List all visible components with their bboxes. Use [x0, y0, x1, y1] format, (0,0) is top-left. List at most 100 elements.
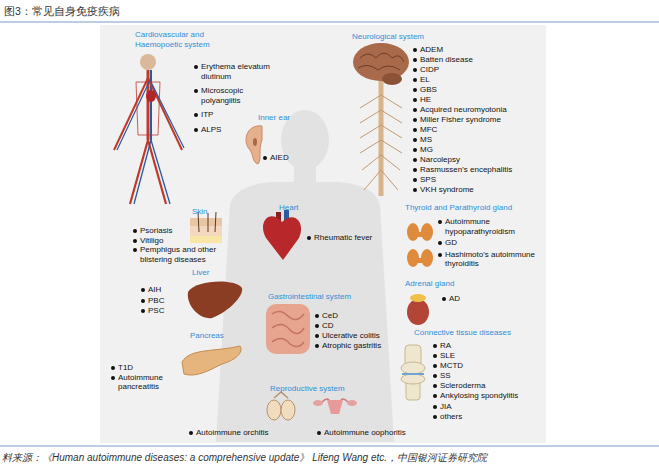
body-silhouette — [216, 110, 394, 442]
testes — [267, 392, 295, 420]
disease-item: Acquired neuromyotonia — [412, 105, 537, 115]
disease-item: Erythema elevatum diutinum — [193, 62, 277, 81]
item-list: ADEMBatten diseaseCIDPELGBSHEAcquired ne… — [412, 45, 537, 195]
system-heading: Liver — [192, 268, 209, 278]
organ-group: Gastrointestinal systemCeDCDUlcerative c… — [268, 292, 401, 353]
system-heading: Connective tissue diseases — [414, 328, 544, 338]
disease-item: AIED — [262, 153, 312, 163]
skin-layers — [190, 212, 222, 243]
knee-joint — [401, 345, 425, 400]
rule-line — [0, 446, 659, 447]
system-heading: Heart — [279, 203, 299, 213]
disease-item: MS — [412, 135, 537, 145]
disease-item: SPS — [412, 175, 537, 185]
source-caption: 料来源：《Human autoimmune diseases: a compre… — [2, 451, 487, 464]
uterus-ovaries — [313, 399, 357, 414]
disease-item: Ulcerative colitis — [314, 331, 399, 341]
organ-group: PancreasT1DAutoimmune pancreatitis — [110, 331, 226, 394]
thyroid — [407, 223, 433, 267]
disease-item: AIH — [140, 285, 185, 295]
system-heading: Cardiovascular and Haemopoetic system — [135, 30, 220, 49]
disease-item: PSC — [140, 306, 185, 316]
disease-item: GBS — [412, 85, 537, 95]
system-heading: Inner ear — [258, 113, 290, 123]
system-heading: Reproductive system — [270, 384, 345, 394]
disease-item: Pemphigus and other blistering diseases — [132, 245, 224, 264]
organ-group: HeartRheumatic fever — [279, 203, 388, 245]
system-heading: Thyroid and Parathyroid gland — [405, 203, 540, 213]
figure-title: 图3：常见自身免疫疾病 — [4, 5, 120, 18]
disease-item: Autoimmune orchitis — [188, 428, 268, 438]
disease-item: MFC — [412, 125, 537, 135]
system-heading: Neurological system — [352, 32, 424, 42]
brain-spine — [353, 43, 409, 196]
disease-item: ADEM — [412, 45, 537, 55]
pancreas — [182, 346, 241, 375]
disease-item: SLE — [432, 351, 542, 361]
organ-group: Connective tissue diseasesRASLEMCTDSSScl… — [414, 328, 546, 424]
item-list: AIHPBCPSC — [140, 285, 185, 317]
disease-item: CIDP — [412, 65, 537, 75]
item-list: CeDCDUlcerative colitisAtrophic gastriti… — [314, 311, 399, 351]
disease-item: HE — [412, 95, 537, 105]
disease-item: Ankylosing spondylitis — [432, 391, 542, 401]
intestine — [266, 304, 310, 354]
panel — [100, 25, 546, 443]
disease-item: CD — [314, 321, 399, 331]
circulatory-figure — [114, 54, 184, 204]
item-list: AIED — [262, 153, 312, 163]
item-list: T1DAutoimmune pancreatitis — [110, 363, 180, 392]
item-list: PsoriasisVitiligoPemphigus and other bli… — [132, 226, 224, 264]
disease-item: Rheumatic fever — [306, 233, 386, 243]
organ-group: Adrenal glandAD — [405, 279, 483, 306]
disease-item: Autoimmune pancreatitis — [110, 373, 180, 392]
item-list: Rheumatic fever — [306, 233, 386, 243]
organ-group: Thyroid and Parathyroid glandAutoimmune … — [405, 203, 542, 271]
disease-item: ALPS — [193, 125, 277, 135]
disease-item: SS — [432, 371, 542, 381]
disease-item: Autoimmune oophoritis — [316, 428, 406, 438]
disease-item: Psoriasis — [132, 226, 224, 236]
disease-item: Rasmussen's encephalitis — [412, 165, 537, 175]
disease-item: others — [432, 412, 542, 422]
organ-group: LiverAIHPBCPSC — [140, 268, 212, 318]
disease-item: T1D — [110, 363, 180, 373]
disease-item: Miller Fisher syndrome — [412, 115, 537, 125]
system-heading: Gastrointestinal system — [268, 292, 351, 302]
organ-group: Neurological systemADEMBatten diseaseCID… — [352, 32, 539, 197]
disease-item: RA — [432, 341, 542, 351]
system-heading: Adrenal gland — [405, 279, 454, 289]
organ-group: Cardiovascular and Haemopoetic systemEry… — [135, 30, 279, 137]
disease-item: Atrophic gastritis — [314, 341, 399, 351]
disease-item: CeD — [314, 311, 399, 321]
disease-item: Microscopic polyangiitis — [193, 86, 277, 105]
disease-item: Scleroderma — [432, 381, 542, 391]
disease-item: EL — [412, 75, 537, 85]
item-list: AD — [441, 294, 481, 304]
organ-group: SkinPsoriasisVitiligoPemphigus and other… — [132, 207, 226, 267]
disease-item: MCTD — [432, 361, 542, 371]
disease-item: Autoimmune hypoparathyroidism — [437, 217, 539, 236]
disease-item: Batten disease — [412, 55, 537, 65]
disease-item: Narcolepsy — [412, 155, 537, 165]
item-list: RASLEMCTDSSSclerodermaAnkylosing spondyl… — [432, 341, 542, 422]
system-heading: Skin — [192, 207, 208, 217]
liver — [188, 282, 242, 319]
disease-item: Hashimoto's autoimmune thyroiditis — [437, 250, 539, 269]
organ-group: Reproductive systemAutoimmune orchitis Au… — [188, 384, 408, 440]
disease-item: PBC — [140, 296, 185, 306]
disease-item: Vitiligo — [132, 236, 224, 246]
disease-item: GD — [437, 238, 539, 248]
rule-line — [0, 22, 659, 23]
ear — [246, 126, 262, 164]
disease-item: VKH syndrome — [412, 185, 537, 195]
heart — [263, 210, 301, 260]
organ-group: Inner earAIED — [258, 113, 314, 165]
disease-item: MG — [412, 145, 537, 155]
system-heading: Pancreas — [190, 331, 224, 341]
item-list: Erythema elevatum diutinumMicroscopic po… — [193, 62, 277, 140]
item-list: Autoimmune hypoparathyroidismGD Hashimoto… — [437, 217, 539, 271]
disease-item: AD — [441, 294, 481, 304]
kidney-adrenal — [407, 294, 429, 325]
disease-item: JIA — [432, 402, 542, 412]
